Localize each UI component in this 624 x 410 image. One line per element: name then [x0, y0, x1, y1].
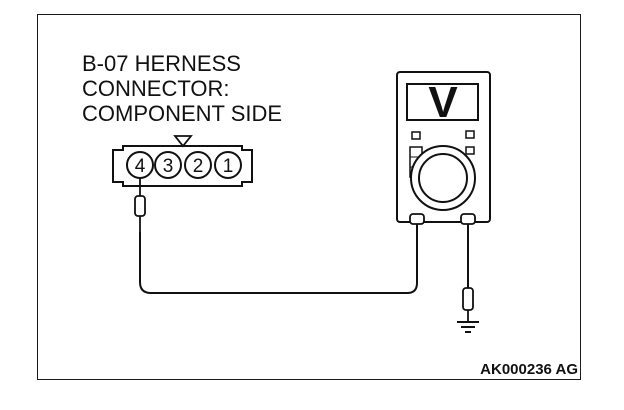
- voltage-display-icon: V: [428, 78, 458, 127]
- multimeter-button: [411, 131, 421, 140]
- ground-icon: [457, 321, 479, 333]
- multimeter-terminal-left: [409, 213, 425, 225]
- connector-pin-4: 4: [126, 151, 154, 179]
- multimeter-button: [465, 146, 475, 155]
- figure-code: AK000236 AG: [480, 361, 578, 378]
- multimeter-display: [406, 83, 479, 121]
- multimeter-terminal-right: [460, 213, 476, 225]
- test-lead-wire: [139, 222, 418, 294]
- pin-label-4: 4: [135, 156, 146, 177]
- connector-title-line-1: B-07 HERNESS: [82, 51, 241, 76]
- pin-label-1: 1: [223, 156, 234, 177]
- connector-pin-2: 2: [184, 151, 212, 179]
- multimeter-button: [465, 130, 475, 139]
- connector-pin-3: 3: [154, 151, 182, 179]
- multimeter: V: [396, 71, 491, 225]
- connector-title-line-3: COMPONENT SIDE: [82, 101, 283, 126]
- pin-label-3: 3: [163, 156, 174, 177]
- harness-connector: 4 3 2 1: [112, 135, 253, 187]
- connector-pin-1: 1: [214, 151, 242, 179]
- test-probe-pin-4: [134, 178, 146, 232]
- ground-probe: [462, 224, 474, 322]
- connector-lock-icon: [173, 135, 193, 148]
- pin-label-2: 2: [193, 156, 204, 177]
- diagram-frame: [37, 14, 581, 380]
- multimeter-dial-knob: [418, 153, 468, 203]
- connector-title-line-2: CONNECTOR:: [82, 76, 230, 101]
